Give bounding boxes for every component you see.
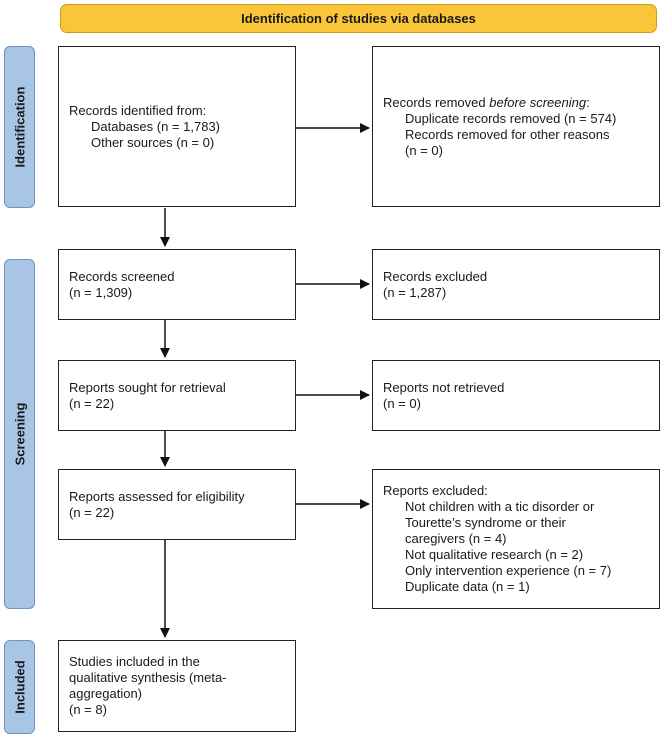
records-screened-count: (n = 1,309): [69, 284, 133, 300]
reports-not-retrieved-count: (n = 0): [383, 395, 421, 411]
reports-assessed-count: (n = 22): [69, 504, 115, 520]
reports-excluded-title: Reports excluded:: [383, 483, 488, 498]
records-other-sources: Other sources (n = 0): [91, 134, 215, 150]
reason-only-intervention: Only intervention experience (n = 7): [405, 563, 612, 578]
records-screened-title: Records screened: [69, 268, 175, 284]
records-excluded-count: (n = 1,287): [383, 284, 447, 300]
records-removed-title: Records removed before screening:: [383, 94, 590, 110]
studies-included-box: Studies included in the qualitative synt…: [58, 640, 296, 732]
records-excluded-box: Records excluded (n = 1,287): [372, 249, 660, 320]
banner-title: Identification of studies via databases: [241, 11, 476, 26]
records-excluded-title: Records excluded: [383, 268, 488, 284]
reports-sought-title: Reports sought for retrieval: [69, 379, 226, 395]
records-identified-title: Records identified from:: [69, 102, 207, 118]
reports-not-retrieved-title: Reports not retrieved: [383, 379, 505, 395]
included-line2: qualitative synthesis (meta-: [69, 670, 227, 685]
included-line4: (n = 8): [69, 702, 107, 717]
reason-not-tic-disorder-line3: caregivers (n = 4): [405, 531, 507, 546]
reports-assessed-box: Reports assessed for eligibility (n = 22…: [58, 469, 296, 540]
reason-duplicate-data: Duplicate data (n = 1): [405, 579, 530, 594]
phase-label-screening: Screening: [4, 259, 35, 609]
phase-label-identification: Identification: [4, 46, 35, 208]
reports-not-retrieved-box: Reports not retrieved (n = 0): [372, 360, 660, 431]
records-databases: Databases (n = 1,783): [91, 118, 220, 134]
diagram-header-banner: Identification of studies via databases: [60, 4, 657, 33]
duplicate-records-removed: Duplicate records removed (n = 574): [405, 110, 617, 126]
records-removed-other-count: (n = 0): [405, 142, 443, 158]
reports-assessed-title: Reports assessed for eligibility: [69, 488, 245, 504]
records-removed-other-reasons: Records removed for other reasons: [405, 126, 610, 142]
reports-sought-box: Reports sought for retrieval (n = 22): [58, 360, 296, 431]
reason-not-tic-disorder-line1: Not children with a tic disorder or: [405, 499, 595, 514]
reason-not-qualitative: Not qualitative research (n = 2): [405, 547, 584, 562]
phase-label-included: Included: [4, 640, 35, 734]
reports-sought-count: (n = 22): [69, 395, 115, 411]
reason-not-tic-disorder-line2: Tourette’s syndrome or their: [405, 515, 566, 530]
records-removed-box: Records removed before screening: Duplic…: [372, 46, 660, 207]
reports-excluded-box: Reports excluded: Not children with a ti…: [372, 469, 660, 609]
included-line1: Studies included in the: [69, 654, 200, 669]
records-screened-box: Records screened (n = 1,309): [58, 249, 296, 320]
records-identified-box: Records identified from: Databases (n = …: [58, 46, 296, 207]
included-line3: aggregation): [69, 686, 142, 701]
